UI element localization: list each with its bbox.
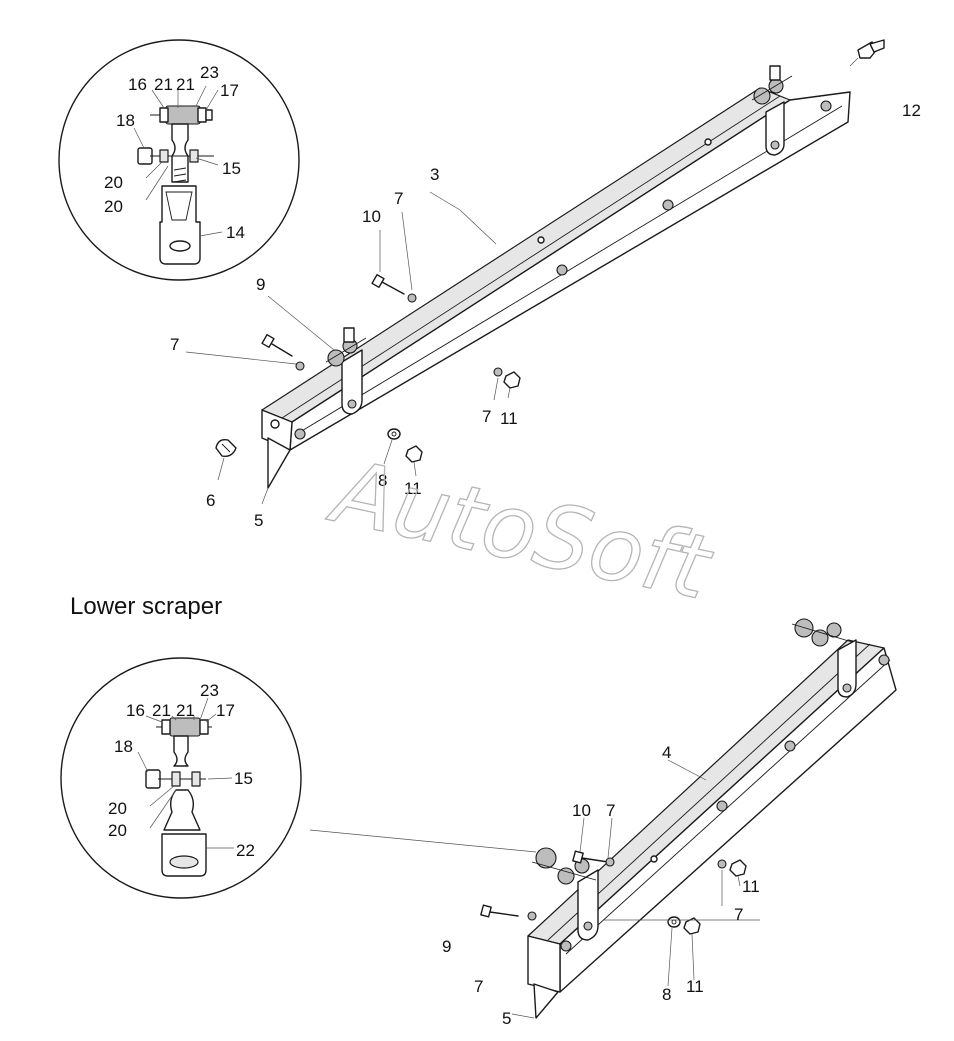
label-22: 22 xyxy=(236,841,255,860)
label-20: 20 xyxy=(104,173,123,192)
label-18: 18 xyxy=(116,111,135,130)
label-10: 10 xyxy=(362,207,381,226)
lower-part-labels: 4 10 7 11 7 9 7 8 11 5 xyxy=(442,743,760,1028)
label-11: 11 xyxy=(500,409,518,428)
label-15: 15 xyxy=(234,769,253,788)
label-7: 7 xyxy=(482,407,491,426)
label-7: 7 xyxy=(474,977,483,996)
label-17: 17 xyxy=(216,701,235,720)
label-14: 14 xyxy=(226,223,245,242)
label-9: 9 xyxy=(256,275,265,294)
label-11: 11 xyxy=(404,479,422,498)
label-10: 10 xyxy=(572,801,591,820)
label-20: 20 xyxy=(104,197,123,216)
label-15: 15 xyxy=(222,159,241,178)
label-21: 21 xyxy=(176,701,195,720)
label-8: 8 xyxy=(378,471,387,490)
label-8: 8 xyxy=(662,985,671,1004)
upper-detail-circle xyxy=(58,39,300,281)
label-16: 16 xyxy=(126,701,145,720)
lower-scraper-bar xyxy=(527,639,897,1019)
watermark: AutoSoft xyxy=(321,439,722,620)
label-7: 7 xyxy=(394,189,403,208)
label-9: 9 xyxy=(442,937,451,956)
lower-hanger-right xyxy=(791,618,857,698)
label-11: 11 xyxy=(686,977,704,996)
label-20: 20 xyxy=(108,799,127,818)
label-21: 21 xyxy=(152,701,171,720)
upper-hanger-right xyxy=(751,65,793,156)
label-16: 16 xyxy=(128,75,147,94)
upper-hanger-left xyxy=(325,327,367,415)
section-heading: Lower scraper xyxy=(70,593,222,620)
label-5: 5 xyxy=(502,1009,511,1028)
label-7: 7 xyxy=(734,905,743,924)
label-6: 6 xyxy=(206,491,215,510)
label-23: 23 xyxy=(200,681,219,700)
label-18: 18 xyxy=(114,737,133,756)
upper-loose-hardware xyxy=(185,39,885,505)
lower-hanger-left xyxy=(531,847,599,941)
lower-scraper-assembly: 23 16 21 21 17 18 15 20 20 22 4 10 7 11 … xyxy=(60,618,897,1028)
label-11: 11 xyxy=(742,877,760,896)
upper-detail-view xyxy=(58,39,300,281)
lower-detail-circle xyxy=(60,657,302,899)
label-21: 21 xyxy=(154,75,173,94)
upper-scraper-assembly: 16 21 21 23 17 18 15 20 20 14 3 12 10 7 … xyxy=(58,39,921,530)
upper-detail-labels: 16 21 21 23 17 18 15 20 20 14 xyxy=(104,63,245,242)
label-23: 23 xyxy=(200,63,219,82)
lower-detail-view xyxy=(60,657,302,899)
label-7: 7 xyxy=(170,335,179,354)
label-20: 20 xyxy=(108,821,127,840)
label-4: 4 xyxy=(662,743,671,762)
label-3: 3 xyxy=(430,165,439,184)
lower-loose-hardware xyxy=(309,759,760,1019)
upper-part-labels: 3 12 10 7 9 7 7 11 8 11 6 5 xyxy=(170,101,921,530)
label-21: 21 xyxy=(176,75,195,94)
label-17: 17 xyxy=(220,81,239,100)
label-12: 12 xyxy=(902,101,921,120)
label-5: 5 xyxy=(254,511,263,530)
label-7: 7 xyxy=(606,801,615,820)
upper-scraper-bar xyxy=(261,87,851,489)
lower-detail-labels: 23 16 21 21 17 18 15 20 20 22 xyxy=(108,681,255,860)
